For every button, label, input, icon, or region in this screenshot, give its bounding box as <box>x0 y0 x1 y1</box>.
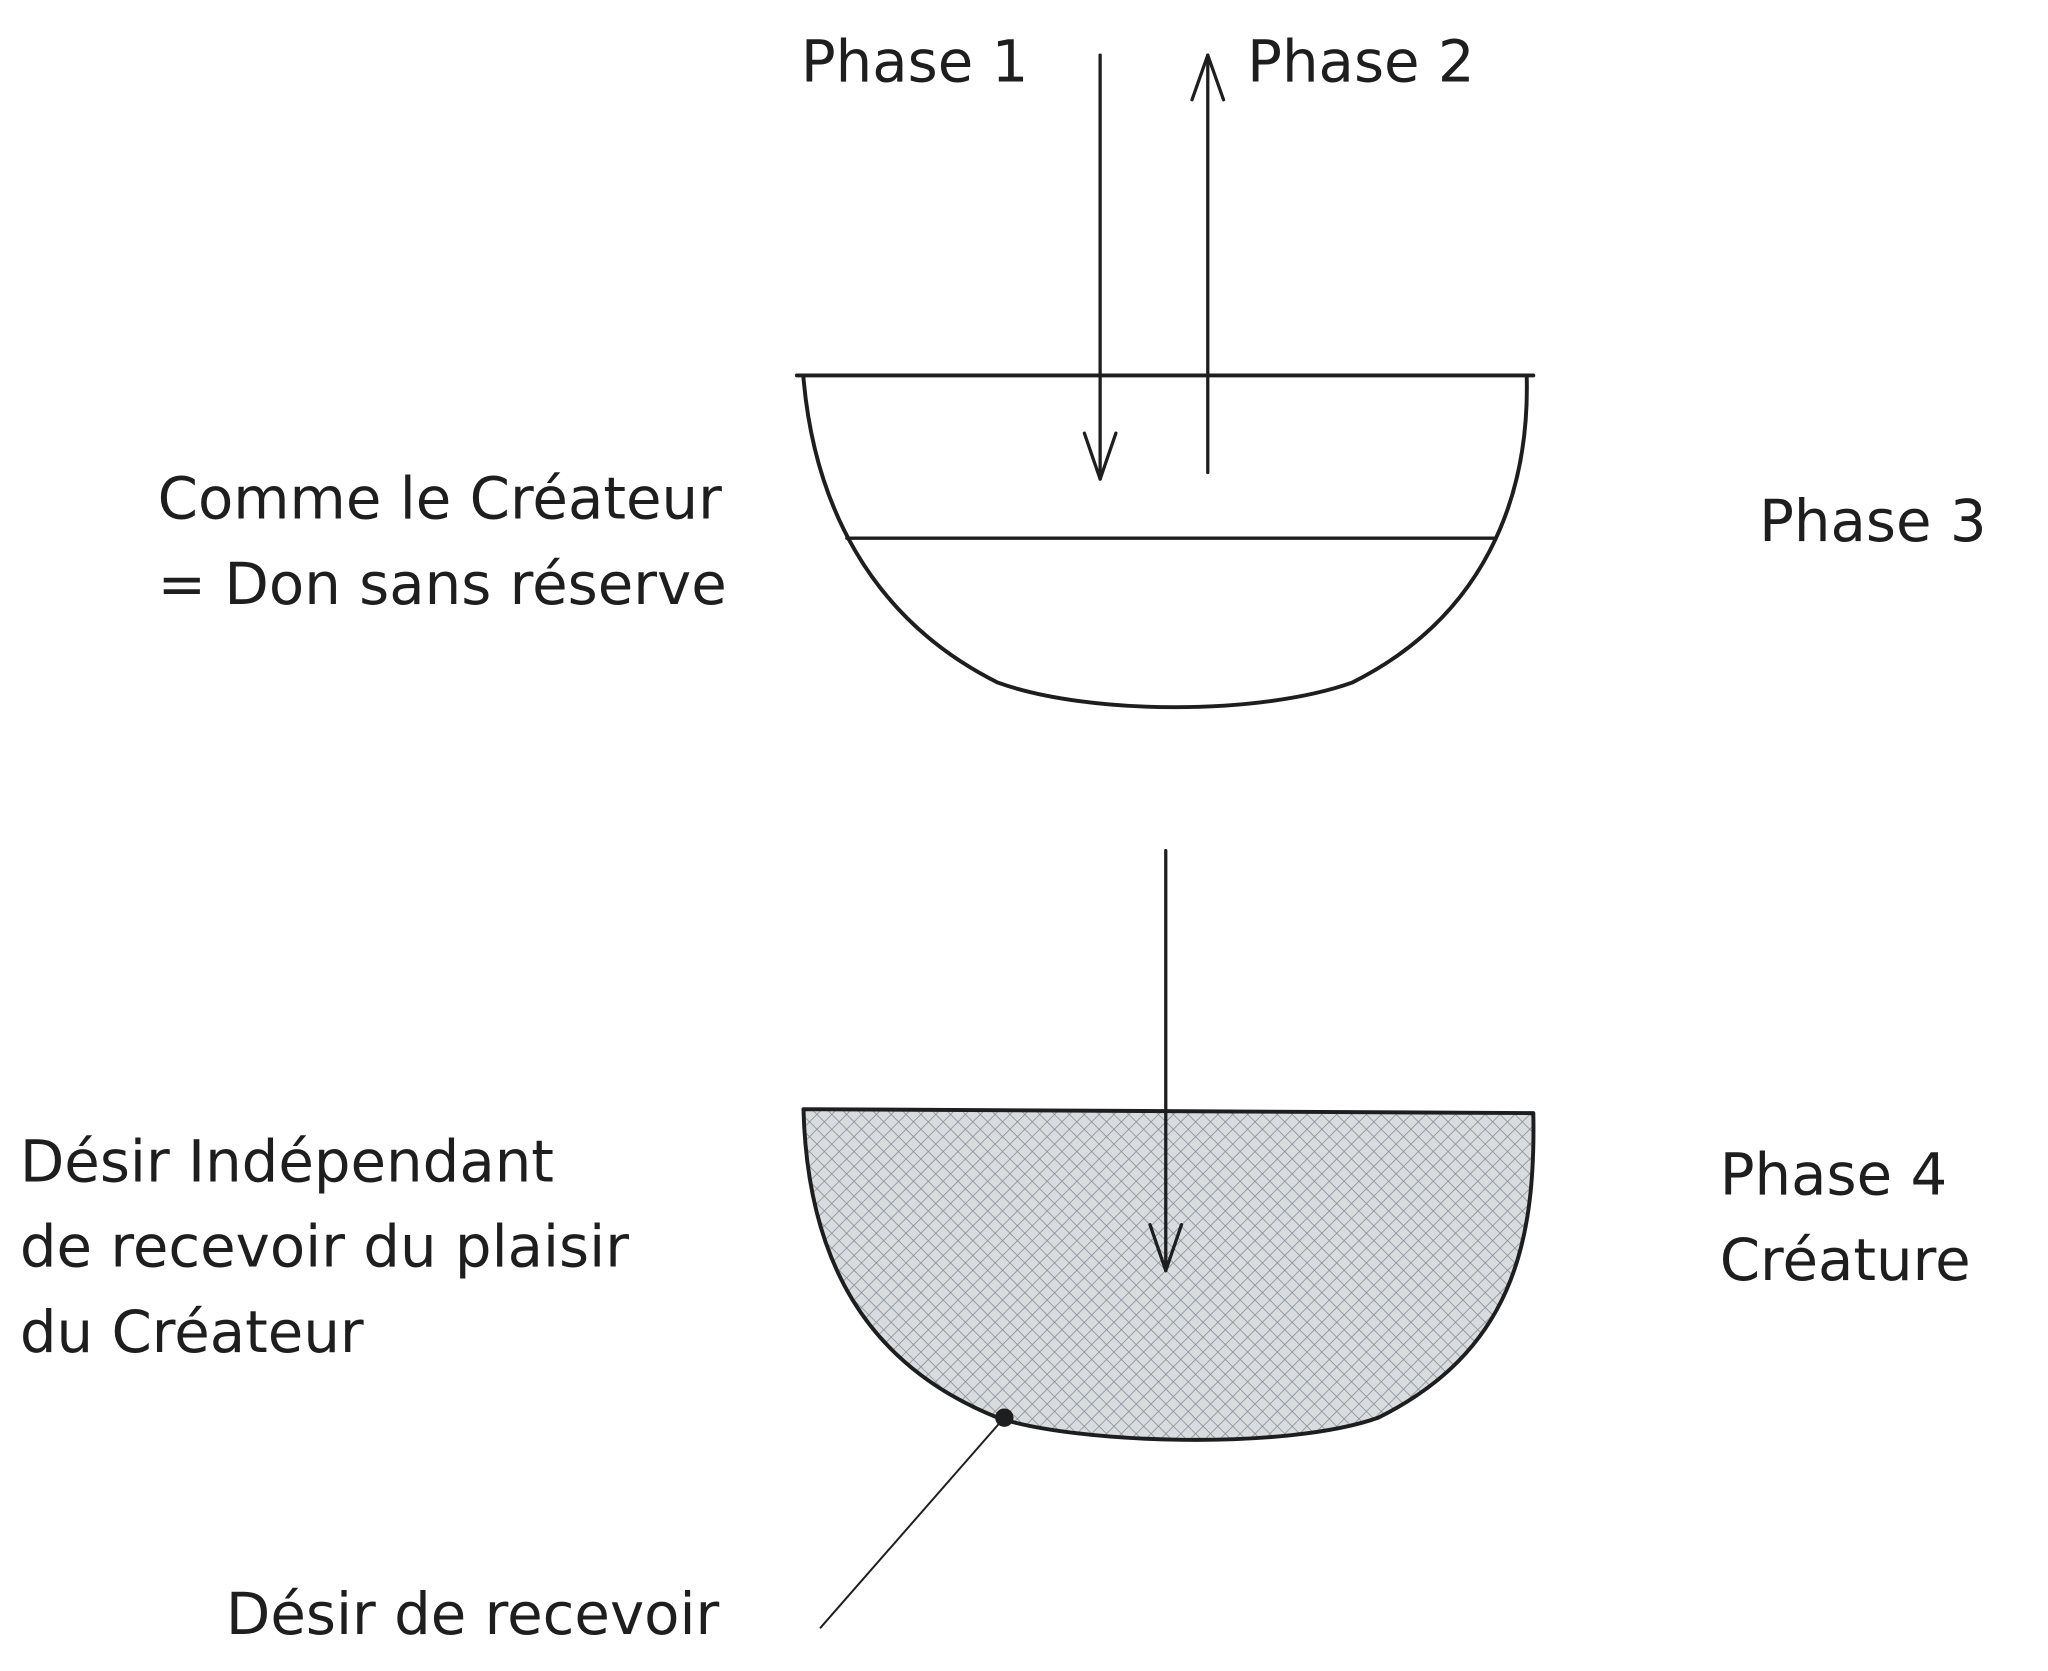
phase1-label: Phase 1 <box>801 27 1029 95</box>
don-sans-reserve-label: = Don sans réserve <box>158 550 727 618</box>
phase3-label: Phase 3 <box>1759 487 1987 555</box>
vessel-phase4 <box>801 1107 1536 1442</box>
comme-createur-label: Comme le Créateur <box>158 464 722 532</box>
vessel-phase3 <box>794 373 1536 710</box>
creature-label: Créature <box>1720 1226 1971 1294</box>
arrow-up-phase2 <box>1190 53 1226 475</box>
du-createur-label: du Créateur <box>20 1298 364 1366</box>
arrow-down-phase1 <box>1082 53 1118 481</box>
phase2-label: Phase 2 <box>1247 27 1475 95</box>
desire-pointer-line <box>819 1416 1006 1629</box>
phase4-label: Phase 4 <box>1720 1141 1948 1209</box>
desir-de-recevoir-label: Désir de recevoir <box>226 1580 720 1648</box>
recevoir-plaisir-label: de recevoir du plaisir <box>20 1213 629 1281</box>
desir-independant-label: Désir Indépendant <box>20 1127 554 1195</box>
arrow-down-phase4 <box>1148 848 1184 1273</box>
